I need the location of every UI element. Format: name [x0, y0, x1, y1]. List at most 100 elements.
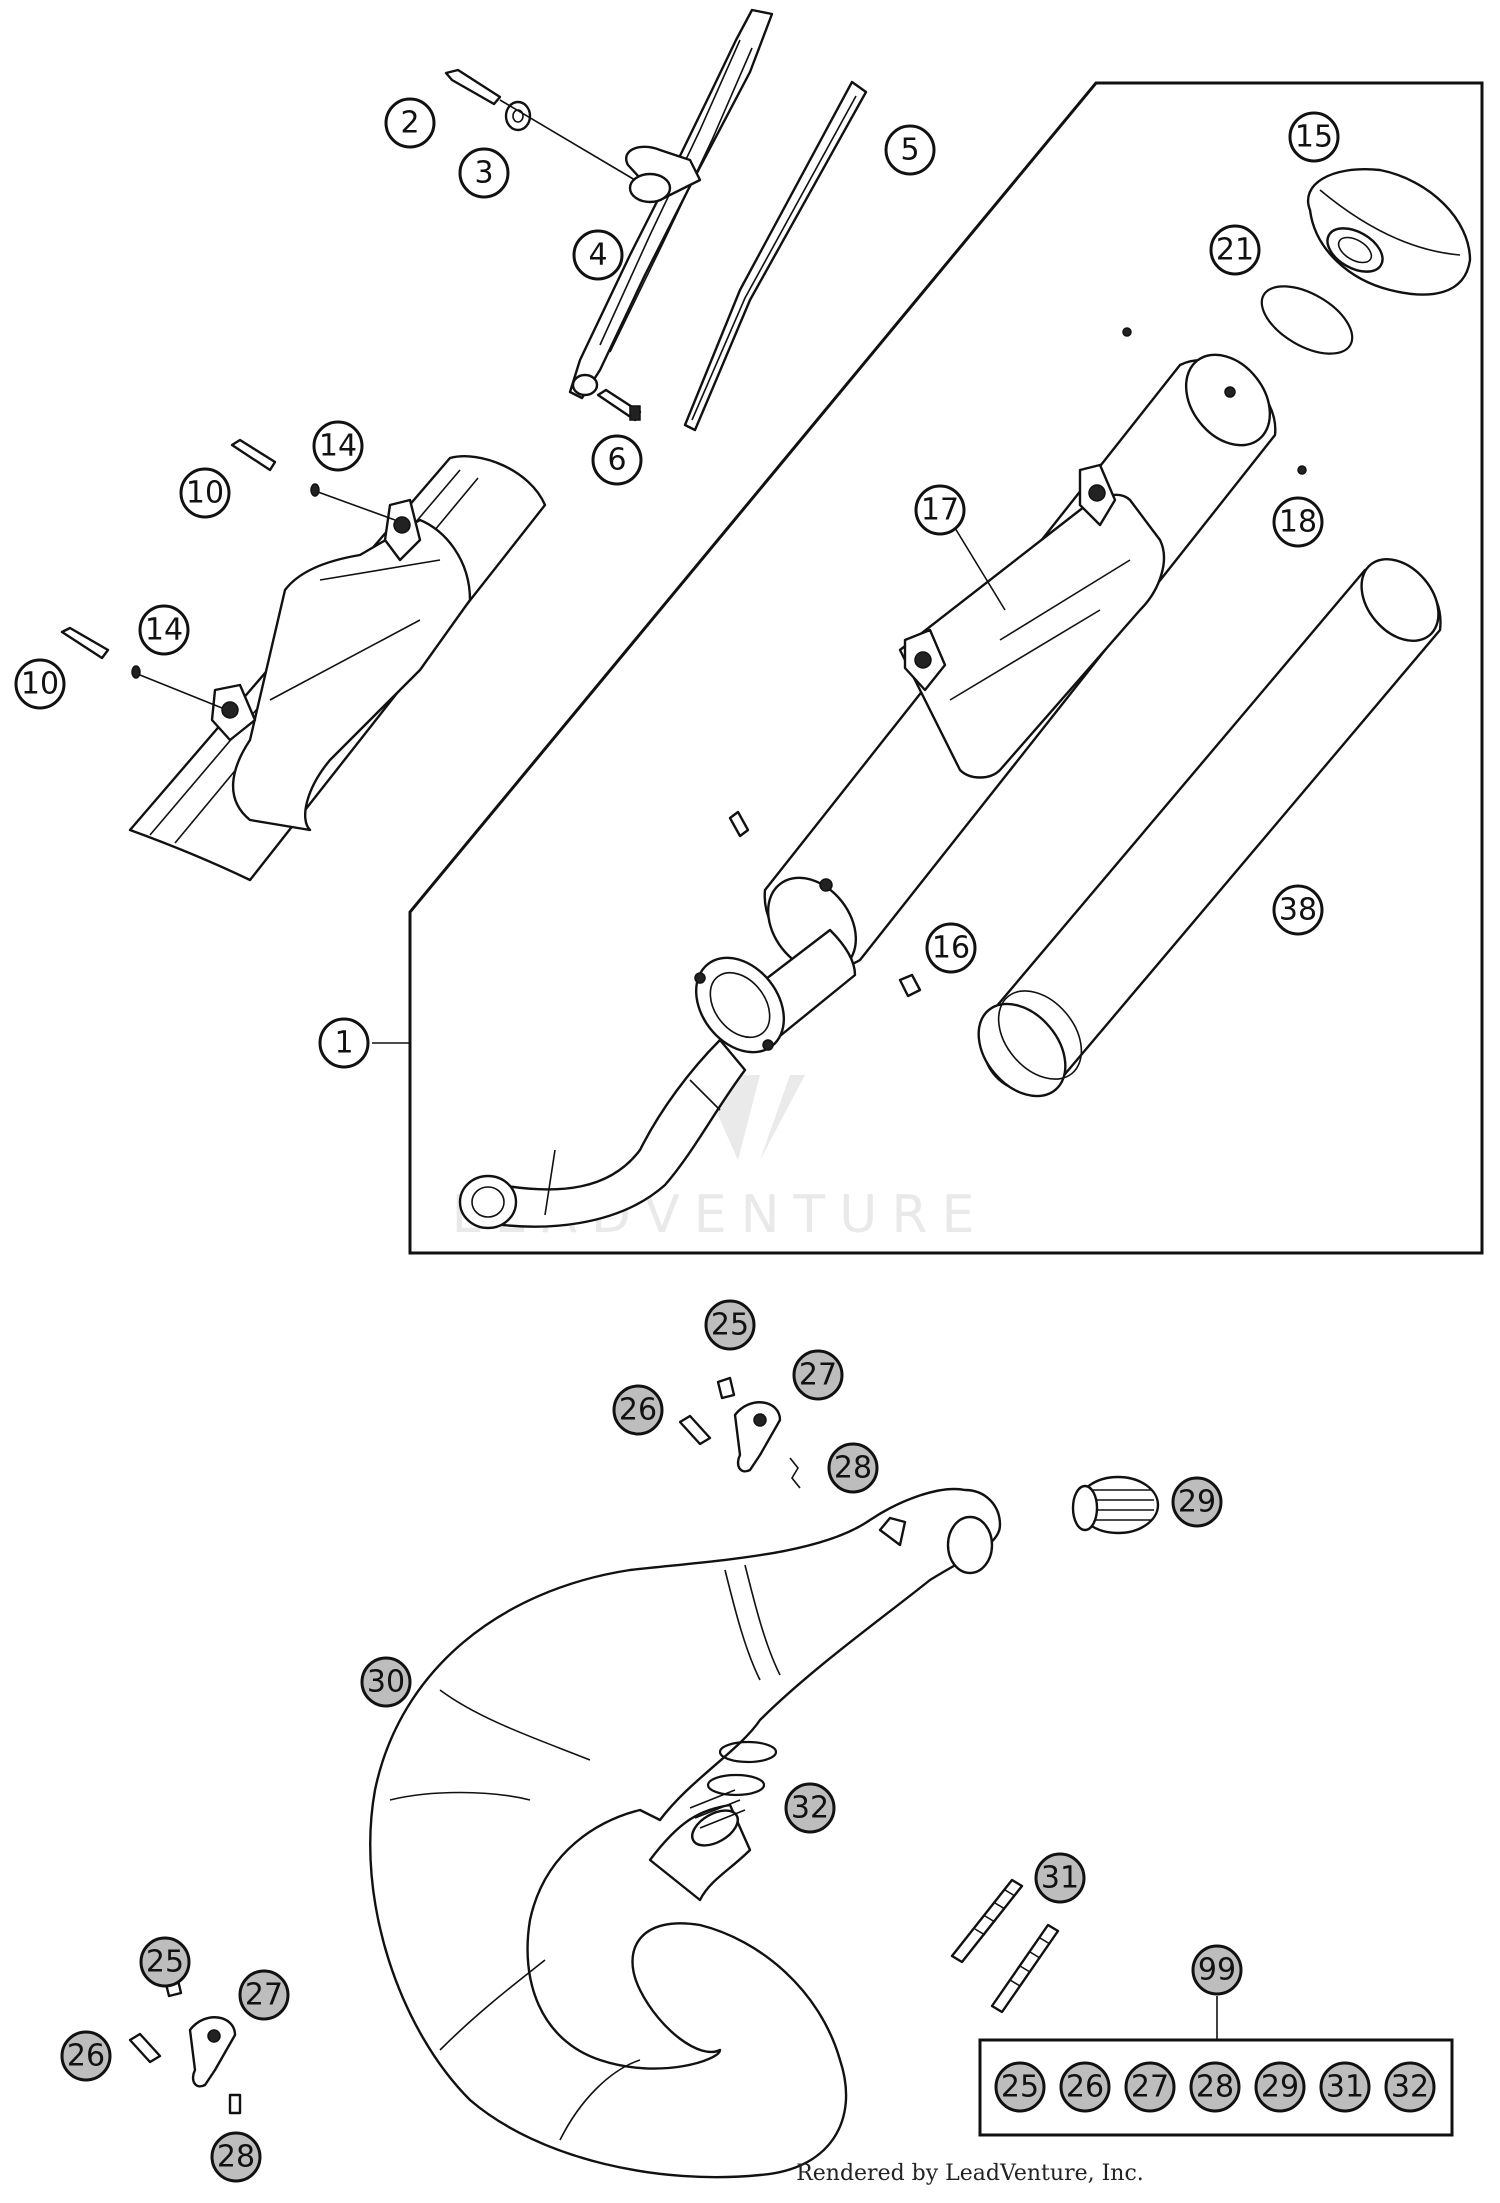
callout-14a: 14 — [312, 420, 364, 472]
callout-27b: 27 — [238, 1969, 290, 2021]
part-18-rivet — [1297, 465, 1307, 475]
callout-17: 17 — [914, 484, 966, 536]
callout-30: 30 — [360, 1656, 412, 1708]
part-38-silencer-packing — [977, 557, 1442, 1098]
svg-text:29: 29 — [1261, 2070, 1299, 2105]
svg-text:1: 1 — [334, 1026, 353, 1061]
svg-text:14: 14 — [145, 613, 183, 648]
svg-text:18: 18 — [1279, 505, 1317, 540]
part-26-screw-b — [128, 2032, 162, 2064]
svg-text:28: 28 — [217, 2140, 255, 2175]
svg-text:26: 26 — [67, 2039, 105, 2074]
svg-text:31: 31 — [1041, 1861, 1079, 1896]
callout-31: 31 — [1034, 1852, 1086, 1904]
part-30-expansion-chamber — [369, 1487, 1002, 2179]
svg-text:25: 25 — [711, 1308, 749, 1343]
svg-text:3: 3 — [474, 156, 493, 191]
part-28-clip-a — [789, 1457, 801, 1489]
svg-text:26: 26 — [619, 1393, 657, 1428]
part-10-screw-a — [230, 438, 277, 472]
kit-item-26: 26 — [1059, 2061, 1111, 2113]
left-pipe-section — [128, 455, 547, 882]
callout-5: 5 — [884, 124, 936, 176]
callout-26b: 26 — [60, 2030, 112, 2082]
svg-text:32: 32 — [791, 1791, 829, 1826]
part-15-end-cap — [1307, 168, 1472, 296]
part-14-washer-b — [131, 665, 141, 679]
svg-text:30: 30 — [367, 1665, 405, 1700]
callout-27a: 27 — [792, 1349, 844, 1401]
kit-item-31: 31 — [1319, 2061, 1371, 2113]
callout-32: 32 — [784, 1782, 836, 1834]
part-16-screw-b — [898, 973, 922, 998]
svg-text:4: 4 — [588, 238, 607, 273]
callout-15: 15 — [1288, 111, 1340, 163]
part-26-screw-a — [678, 1414, 712, 1446]
part-17-silencer — [763, 353, 1277, 974]
part-4-bracket — [568, 8, 774, 400]
svg-text:28: 28 — [1196, 2070, 1234, 2105]
kit-item-28: 28 — [1189, 2061, 1241, 2113]
svg-text:28: 28 — [834, 1451, 872, 1486]
callout-1: 1 — [318, 1017, 370, 1069]
part-32-gasket-b — [706, 1773, 766, 1797]
part-29-coupler — [1071, 1475, 1160, 1535]
part-21-o-ring — [1260, 285, 1354, 355]
svg-text:32: 32 — [1391, 2070, 1429, 2105]
part-31-stud-a — [950, 1878, 1024, 1964]
assembly-1-frame — [408, 81, 1484, 1255]
svg-text:6: 6 — [607, 443, 626, 478]
svg-text:10: 10 — [186, 476, 224, 511]
svg-text:27: 27 — [1131, 2070, 1169, 2105]
part-10-screw-b — [60, 626, 110, 660]
svg-text:25: 25 — [1001, 2070, 1039, 2105]
callout-3: 3 — [458, 147, 510, 199]
callout-2: 2 — [384, 97, 436, 149]
callout-16: 16 — [925, 922, 977, 974]
callout-25b: 25 — [139, 1936, 191, 1988]
svg-text:21: 21 — [1216, 233, 1254, 268]
callout-28b: 28 — [210, 2131, 262, 2183]
callout-10a: 10 — [179, 467, 231, 519]
part-14-washer-a — [310, 483, 320, 497]
callout-38: 38 — [1272, 884, 1324, 936]
svg-text:27: 27 — [245, 1978, 283, 2013]
link-pipe — [458, 928, 857, 1230]
part-32-gasket-a — [718, 1740, 778, 1764]
part-2-screw — [444, 68, 502, 106]
callout-26a: 26 — [612, 1384, 664, 1436]
svg-text:25: 25 — [146, 1945, 184, 1980]
part-27-bracket-a — [733, 1401, 782, 1473]
svg-text:38: 38 — [1279, 893, 1317, 928]
part-16-screw-a — [728, 810, 750, 838]
credit-text: Rendered by LeadVenture, Inc. — [796, 2161, 1144, 2186]
rivet-top — [1122, 327, 1132, 337]
svg-text:29: 29 — [1178, 1485, 1216, 1520]
svg-text:5: 5 — [900, 133, 919, 168]
callout-14b: 14 — [138, 604, 190, 656]
svg-text:14: 14 — [319, 429, 357, 464]
callout-18: 18 — [1272, 496, 1324, 548]
svg-text:16: 16 — [932, 931, 970, 966]
part-31-stud-b — [990, 1923, 1060, 2014]
callout-25a: 25 — [704, 1299, 756, 1351]
svg-text:10: 10 — [21, 667, 59, 702]
callout-28a: 28 — [827, 1442, 879, 1494]
kit-item-32: 32 — [1384, 2061, 1436, 2113]
callout-4: 4 — [572, 229, 624, 281]
svg-text:2: 2 — [400, 106, 419, 141]
svg-text:15: 15 — [1295, 120, 1333, 155]
svg-text:26: 26 — [1066, 2070, 1104, 2105]
kit-item-25: 25 — [994, 2061, 1046, 2113]
callout-29: 29 — [1171, 1476, 1223, 1528]
part-28-clip-b — [228, 2093, 242, 2115]
callout-21: 21 — [1209, 224, 1261, 276]
svg-text:17: 17 — [921, 493, 959, 528]
callout-99: 99 — [1191, 1944, 1243, 1996]
kit-item-27: 27 — [1124, 2061, 1176, 2113]
svg-text:99: 99 — [1198, 1953, 1236, 1988]
part-3-washer — [504, 100, 532, 132]
part-6-screw — [596, 388, 642, 422]
svg-text:27: 27 — [799, 1358, 837, 1393]
kit-item-29: 29 — [1254, 2061, 1306, 2113]
